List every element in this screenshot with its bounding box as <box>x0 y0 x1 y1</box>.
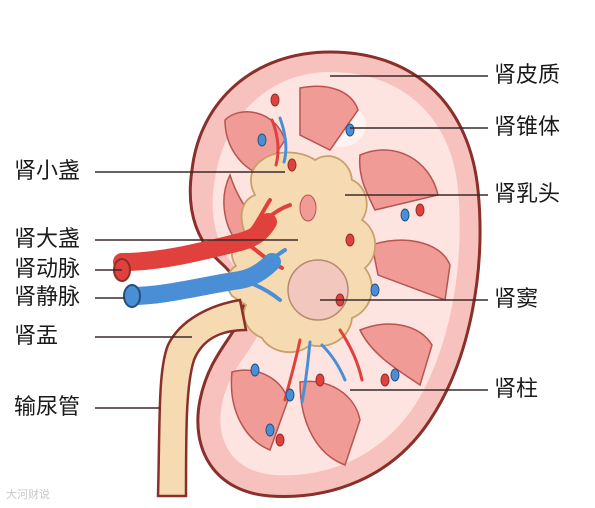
label-renal-pyramid: 肾锥体 <box>494 115 561 140</box>
label-renal-papilla: 肾乳头 <box>494 182 561 207</box>
renal-vein-end <box>123 284 141 308</box>
vessel-dots <box>250 123 410 437</box>
renal-artery-vessel <box>113 213 277 271</box>
label-renal-vein: 肾静脉 <box>14 285 81 310</box>
label-renal-pelvis: 肾盂 <box>14 324 59 349</box>
renal-vein-vessel <box>123 253 281 305</box>
label-renal-sinus: 肾窦 <box>494 287 539 312</box>
label-major-calyx: 肾大盏 <box>14 227 81 252</box>
pyramid-5 <box>358 323 433 387</box>
ureter-tube <box>156 298 248 498</box>
artery-dots <box>270 93 425 447</box>
label-ureter: 输尿管 <box>14 395 81 420</box>
label-renal-artery: 肾动脉 <box>14 257 81 282</box>
leader-lines <box>95 75 488 409</box>
vein-branches <box>240 248 287 302</box>
pyramid-4 <box>371 239 451 302</box>
label-renal-cortex: 肾皮质 <box>494 63 561 88</box>
watermark: 大河财说 <box>6 488 50 501</box>
label-renal-column: 肾柱 <box>494 377 539 402</box>
label-minor-calyx: 肾小盏 <box>14 159 81 184</box>
pyramid-2 <box>299 85 359 151</box>
sinus-node <box>299 194 317 222</box>
pyramid-6 <box>299 380 361 466</box>
renal-sinus-circle <box>287 259 349 321</box>
